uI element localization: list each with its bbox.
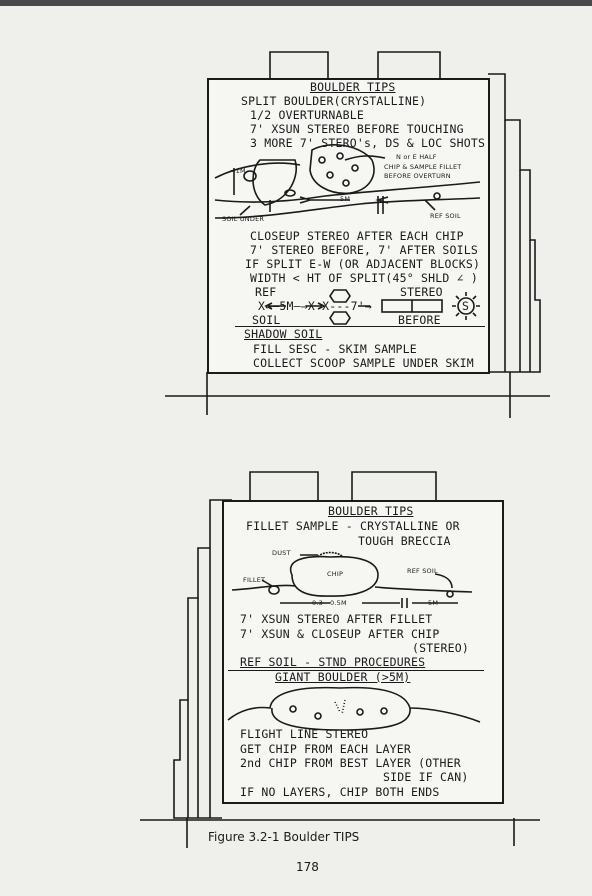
bottom-sketch-5m: 5M [428, 599, 439, 607]
bottom-sketch-dist: 0.3 - 0.5M [312, 599, 347, 607]
top-line-1: SPLIT BOULDER(CRYSTALLINE) [241, 94, 427, 108]
bottom-line-7: GIANT BOULDER (>5M) [275, 670, 411, 684]
top-line-7: IF SPLIT E-W (OR ADJACENT BLOCKS) [245, 257, 481, 271]
bottom-card-title: BOULDER TIPS [328, 504, 414, 518]
bottom-line-10: 2nd CHIP FROM BEST LAYER (OTHER [240, 756, 461, 770]
bottom-sketch-ref-soil: REF SOIL [407, 567, 438, 575]
bottom-line-11: SIDE IF CAN) [383, 770, 469, 784]
top-line-9: SHADOW SOIL [244, 327, 323, 341]
top-line-4: 3 MORE 7' STERO's, DS & LOC SHOTS [250, 136, 486, 150]
top-sketch-label-half: N or E HALF [396, 153, 437, 161]
top-diagram-soil: SOIL [252, 313, 281, 327]
top-line-6: 7' STEREO BEFORE, 7' AFTER SOILS [250, 243, 478, 257]
bottom-sketch-chip: CHIP [327, 570, 344, 578]
top-sketch-label-before: BEFORE OVERTURN [384, 172, 451, 180]
top-sketch-label-1m: ≈1M [230, 167, 246, 175]
top-diagram-stereo: STEREO [400, 285, 443, 299]
top-card-title: BOULDER TIPS [310, 80, 396, 94]
scan-top-edge [0, 0, 592, 6]
top-line-8: WIDTH < HT OF SPLIT(45° SHLD ∠ ) [250, 271, 478, 285]
bottom-line-2: TOUGH BRECCIA [358, 534, 451, 548]
top-diagram-ref: REF [255, 285, 277, 299]
figure-caption: Figure 3.2-1 Boulder TIPS [208, 830, 360, 844]
bottom-line-5: (STEREO) [412, 641, 469, 655]
bottom-boulder-card [222, 500, 504, 804]
top-line-10: FILL SESC - SKIM SAMPLE [253, 342, 417, 356]
top-diagram-before: BEFORE [398, 313, 441, 327]
top-line-11: COLLECT SCOOP SAMPLE UNDER SKIM [253, 356, 474, 370]
bottom-line-8: FLIGHT LINE STEREO [240, 727, 369, 741]
top-sketch-label-chip: CHIP & SAMPLE FILLET [384, 163, 462, 171]
top-boulder-card [207, 78, 490, 374]
bottom-divider [228, 670, 484, 671]
bottom-sketch-fillet: FILLET [243, 576, 266, 584]
page-number: 178 [296, 860, 319, 874]
bottom-line-3: 7' XSUN STEREO AFTER FILLET [240, 612, 433, 626]
bottom-line-6: REF SOIL - STND PROCEDURES [240, 655, 426, 669]
top-diagram-row: X←—5M—→X X---7'→ [258, 299, 372, 313]
top-divider [235, 326, 485, 327]
top-sketch-label-soil-under: SOIL UNDER [222, 215, 265, 223]
bottom-line-9: GET CHIP FROM EACH LAYER [240, 742, 411, 756]
top-diagram-s: S [462, 299, 470, 313]
bottom-line-12: IF NO LAYERS, CHIP BOTH ENDS [240, 785, 440, 799]
top-sketch-label-ref-soil: REF SOIL [430, 212, 461, 220]
bottom-line-4: 7' XSUN & CLOSEUP AFTER CHIP [240, 627, 440, 641]
bottom-line-1: FILLET SAMPLE - CRYSTALLINE OR [246, 519, 460, 533]
top-line-2: 1/2 OVERTURNABLE [250, 108, 364, 122]
top-line-3: 7' XSUN STEREO BEFORE TOUCHING [250, 122, 464, 136]
top-sketch-label-5m: 5M [340, 195, 351, 203]
bottom-sketch-dust: DUST [272, 549, 291, 557]
top-line-5: CLOSEUP STEREO AFTER EACH CHIP [250, 229, 464, 243]
